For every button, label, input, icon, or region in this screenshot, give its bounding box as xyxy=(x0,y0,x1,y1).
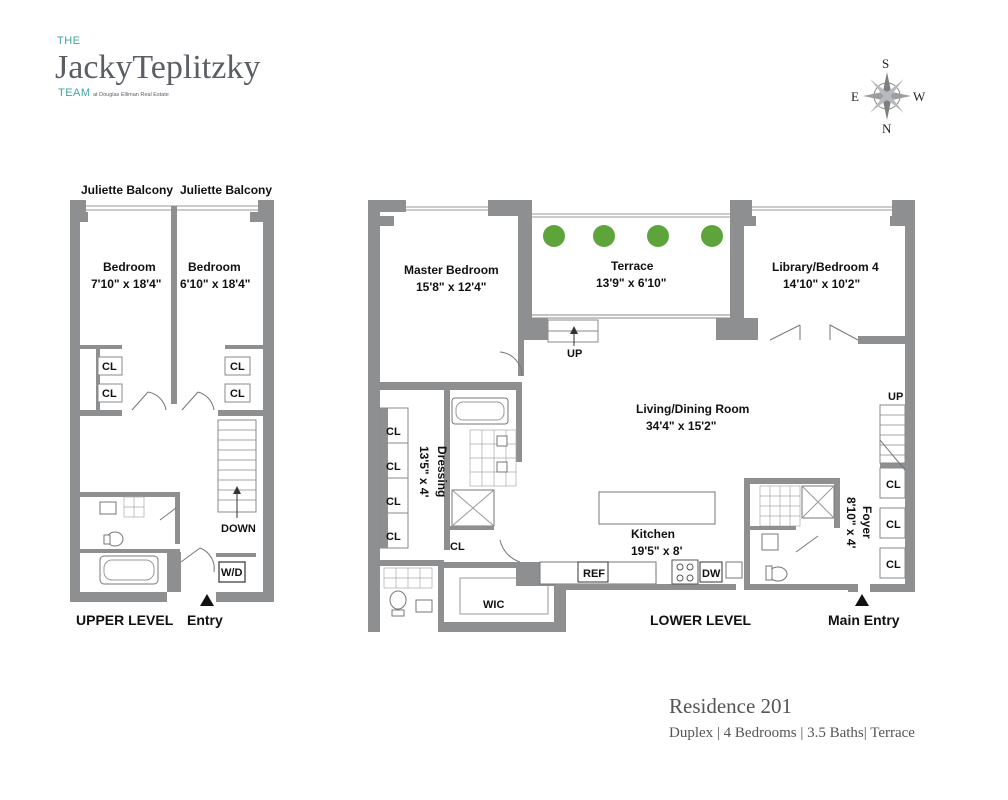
terrace-trees xyxy=(543,225,723,247)
upper-level-plan: CL CL CL CL DOWN xyxy=(70,183,274,628)
upper-bedroom-2-dims: 6'10" x 18'4" xyxy=(180,277,250,291)
compass-s: S xyxy=(882,56,889,71)
upper-closet-2: CL xyxy=(102,388,117,400)
foyer-closet-2: CL xyxy=(886,519,901,531)
kitchen-name: Kitchen xyxy=(631,527,675,541)
upper-down: DOWN xyxy=(221,523,256,535)
kitchen-dims: 19'5" x 8' xyxy=(631,544,683,558)
living-dining-dims: 34'4" x 15'2" xyxy=(646,419,716,433)
main-entry-arrow-icon xyxy=(855,594,869,606)
upper-balcony-1: Juliette Balcony xyxy=(81,183,173,197)
compass-icon: S E W N xyxy=(851,56,926,136)
lower-level-plan: CL CL CL CL CL xyxy=(368,200,915,632)
tree-icon xyxy=(593,225,615,247)
main-entry-label: Main Entry xyxy=(828,612,900,628)
upper-entry-label: Entry xyxy=(187,612,223,628)
upper-level-title: UPPER LEVEL xyxy=(76,612,174,628)
library-dims: 14'10" x 10'2" xyxy=(783,277,860,291)
dressing-dims: 13'5" x 4' xyxy=(417,446,431,498)
dressing-closet-4: CL xyxy=(386,531,401,543)
foyer-closet-3: CL xyxy=(886,559,901,571)
tree-icon xyxy=(647,225,669,247)
upper-bedroom-1-name: Bedroom xyxy=(103,260,156,274)
upper-wd: W/D xyxy=(221,567,242,579)
upper-closet-1: CL xyxy=(102,361,117,373)
dressing-name: Dressing xyxy=(435,446,449,497)
upper-balcony-2: Juliette Balcony xyxy=(180,183,272,197)
upper-closet-3: CL xyxy=(230,361,245,373)
lower-stairs-up: UP xyxy=(888,391,903,403)
tree-icon xyxy=(543,225,565,247)
brand-logo: THE JackyTeplitzky TEAM at Douglas Ellim… xyxy=(55,35,260,99)
brand-name: JackyTeplitzky xyxy=(55,49,260,86)
terrace-steps-up: UP xyxy=(567,348,582,360)
brand-the: THE xyxy=(57,35,81,47)
master-bedroom-name: Master Bedroom xyxy=(404,263,499,277)
dressing-closet-3: CL xyxy=(386,496,401,508)
brand-sub: at Douglas Elliman Real Estate xyxy=(93,92,169,98)
dressing-closet-1: CL xyxy=(386,426,401,438)
residence-title: Residence 201 xyxy=(669,694,792,718)
foyer-name: Foyer xyxy=(860,506,874,539)
upper-closet-4: CL xyxy=(230,388,245,400)
brand-team: TEAM xyxy=(58,87,91,99)
master-bath-closet: CL xyxy=(450,541,465,553)
kitchen-ref: REF xyxy=(583,568,605,580)
compass-e: E xyxy=(851,89,859,104)
living-dining-name: Living/Dining Room xyxy=(636,402,749,416)
terrace-dims: 13'9" x 6'10" xyxy=(596,276,666,290)
compass-n: N xyxy=(882,121,892,136)
dressing-closet-2: CL xyxy=(386,461,401,473)
foyer-closet-1: CL xyxy=(886,479,901,491)
kitchen-dw: DW xyxy=(702,568,721,580)
compass-w: W xyxy=(913,89,926,104)
terrace-name: Terrace xyxy=(611,259,654,273)
wic-label: WIC xyxy=(483,599,504,611)
upper-entry-arrow-icon xyxy=(200,594,214,606)
upper-bedroom-2-name: Bedroom xyxy=(188,260,241,274)
library-name: Library/Bedroom 4 xyxy=(772,260,879,274)
upper-bedroom-1-dims: 7'10" x 18'4" xyxy=(91,277,161,291)
tree-icon xyxy=(701,225,723,247)
master-bedroom-dims: 15'8" x 12'4" xyxy=(416,280,486,294)
residence-details: Duplex | 4 Bedrooms | 3.5 Baths| Terrace xyxy=(669,725,915,741)
foyer-dims: 8'10" x 4' xyxy=(844,497,858,549)
lower-level-title: LOWER LEVEL xyxy=(650,612,752,628)
